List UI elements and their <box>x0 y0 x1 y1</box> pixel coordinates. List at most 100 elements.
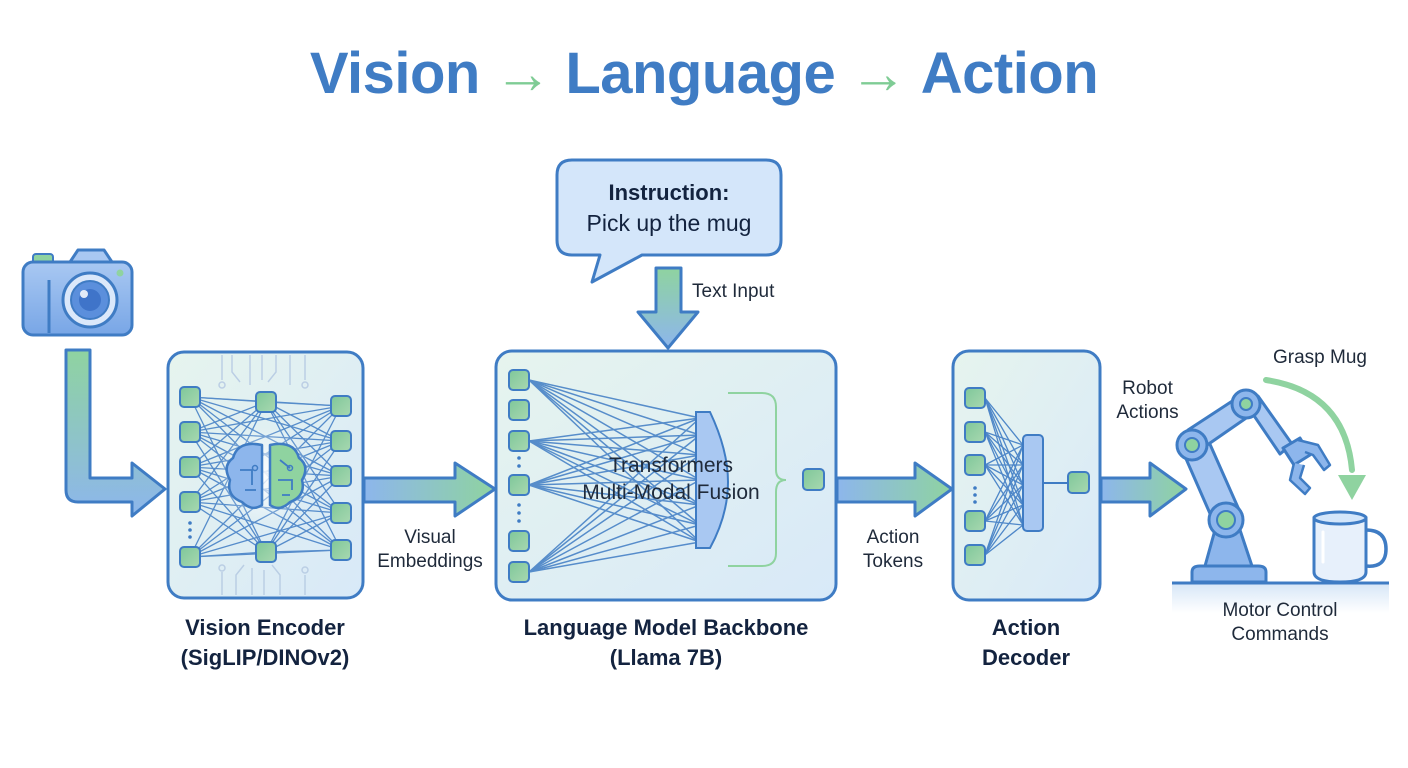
input-node <box>179 421 201 443</box>
token-node <box>508 399 530 421</box>
network-connection <box>984 431 1024 466</box>
text-input-label: Text Input <box>692 281 775 302</box>
instruction-bubble <box>555 158 783 284</box>
title-vision: Vision <box>309 41 480 106</box>
hidden-node <box>255 391 277 413</box>
decoder-node <box>964 544 986 566</box>
language-backbone-detail: (Llama 7B) <box>609 645 723 670</box>
action-decoder-detail: Decoder <box>981 645 1071 670</box>
network-connection <box>189 401 267 468</box>
language-backbone-box <box>494 349 838 602</box>
network-connection <box>528 379 701 456</box>
network-connection <box>528 479 701 486</box>
network-connection <box>189 405 342 433</box>
language-backbone-caption: Language Model Backbone (Llama 7B) <box>476 613 856 673</box>
action-decoder-name: Action <box>991 615 1061 640</box>
title-arrow-1: → <box>493 41 552 106</box>
network-connection <box>265 549 342 553</box>
visual-embeddings-arrow <box>362 461 497 518</box>
action-decoder-caption: Action Decoder <box>946 613 1106 673</box>
vision-encoder-name: Vision Encoder <box>185 615 345 640</box>
output-node <box>330 502 352 524</box>
network-connection <box>528 379 701 506</box>
network-connection <box>528 379 701 419</box>
network-connection <box>528 504 701 573</box>
network-connection <box>984 397 1024 486</box>
input-node <box>179 386 201 408</box>
network-connection <box>265 401 342 442</box>
token-node <box>508 530 530 552</box>
diagram-title: Vision→Language→Action <box>0 40 1408 107</box>
network-connection <box>984 484 1024 522</box>
output-node <box>330 430 352 452</box>
visual-embeddings-label: Visual Embeddings <box>365 526 495 574</box>
output-node <box>330 539 352 561</box>
network-connection <box>984 520 1024 526</box>
motor-control-line-1: Motor Control <box>1222 600 1338 621</box>
vision-encoder-detail: (SigLIP/DINOv2) <box>180 645 350 670</box>
action-decoder-box <box>951 349 1102 602</box>
decoder-node <box>964 454 986 476</box>
network-connection <box>984 504 1024 522</box>
camera-icon <box>21 248 134 337</box>
fusion-output-node <box>802 468 825 491</box>
input-node <box>179 491 201 513</box>
token-node <box>508 369 530 391</box>
network-connection <box>984 397 1024 506</box>
vision-encoder-caption: Vision Encoder (SigLIP/DINOv2) <box>140 613 390 673</box>
network-connection <box>265 512 342 553</box>
title-action: Action <box>920 41 1099 106</box>
network-connection <box>189 401 267 433</box>
network-connection <box>528 484 701 526</box>
action-tokens-label: Action Tokens <box>838 526 948 574</box>
network-connection <box>528 434 701 442</box>
network-connection <box>984 464 1024 522</box>
token-node <box>508 430 530 452</box>
network-connection <box>265 401 342 407</box>
network-connection <box>528 417 701 486</box>
robot-actions-line-1: Robot <box>1122 378 1173 399</box>
grasp-arrow <box>1263 377 1366 500</box>
network-connection <box>984 397 1024 526</box>
network-connection <box>984 431 1024 506</box>
title-language: Language <box>565 41 836 106</box>
network-connection <box>528 440 701 543</box>
decoder-node <box>964 387 986 409</box>
language-backbone-name: Language Model Backbone <box>523 615 809 640</box>
network-connection <box>984 431 1024 446</box>
visual-embeddings-line-2: Embeddings <box>377 551 483 572</box>
brain-icon <box>225 442 307 510</box>
network-connection <box>528 417 701 573</box>
network-connection <box>528 454 701 486</box>
network-connection <box>528 479 701 573</box>
action-tokens-line-1: Action <box>866 527 920 548</box>
action-tokens-line-2: Tokens <box>862 551 924 572</box>
hidden-node <box>255 541 277 563</box>
floor <box>1172 583 1389 613</box>
decoder-node <box>964 421 986 443</box>
input-node <box>179 546 201 568</box>
network-connection <box>984 524 1024 556</box>
robot-actions-line-2: Actions <box>1116 402 1179 423</box>
network-connection <box>528 541 701 573</box>
fusion-line-2: Multi-Modal Fusion <box>582 481 760 504</box>
network-connection <box>984 444 1024 466</box>
output-node <box>330 465 352 487</box>
network-connection <box>189 501 342 551</box>
token-node <box>508 474 530 496</box>
vision-encoder-box <box>166 350 365 600</box>
network-connection <box>984 431 1024 526</box>
input-node <box>179 456 201 478</box>
network-connection <box>984 464 1024 556</box>
network-connection <box>528 434 701 573</box>
network-connection <box>984 431 1024 486</box>
network-connection <box>528 440 701 456</box>
network-connection <box>984 504 1024 556</box>
network-connection <box>984 464 1024 526</box>
network-connection <box>528 454 701 573</box>
robot-actions-label: Robot Actions <box>1100 377 1195 425</box>
camera-to-encoder-arrow <box>64 348 167 518</box>
output-node <box>330 395 352 417</box>
network-connection <box>984 464 1024 506</box>
